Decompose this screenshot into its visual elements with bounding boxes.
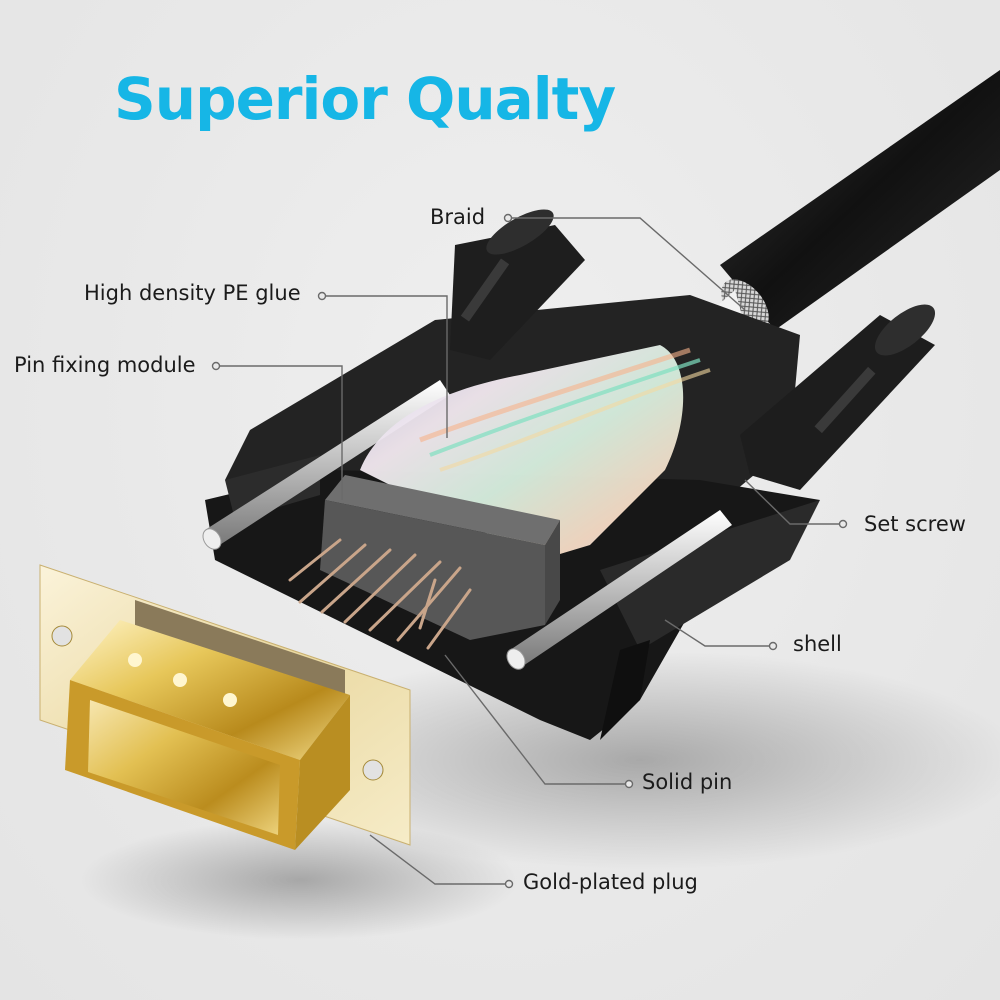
shadow (80, 820, 520, 940)
headline-title: Superior Qualty (114, 65, 616, 133)
label-pin-fixing-module: Pin fixing module (14, 353, 196, 377)
label-shell: shell (793, 632, 842, 656)
label-braid: Braid (430, 205, 486, 229)
label-pe-glue: High density PE glue (84, 281, 301, 305)
label-solid-pin: Solid pin (642, 770, 733, 794)
screw-rods (202, 380, 732, 670)
leader-line-braid (508, 217, 746, 311)
leader-dots (211, 213, 848, 889)
leader-line-set-screw (744, 479, 843, 525)
leader-line-pe-glue (322, 295, 448, 438)
set-screw-knob-right (740, 304, 936, 490)
leader-line-pin-fixing (216, 365, 343, 500)
shadow (260, 650, 1000, 870)
label-gold-plated-plug: Gold-plated plug (523, 870, 698, 894)
leader-line-solid-pin (444, 654, 629, 785)
leader-line-shell (664, 619, 773, 647)
set-screw-knob-top (450, 209, 585, 360)
label-set-screw: Set screw (864, 512, 966, 536)
leader-lines (216, 217, 843, 885)
solid-pins (288, 538, 472, 650)
leader-line-gold-plug (369, 834, 509, 885)
gold-plated-plug (39, 564, 411, 850)
